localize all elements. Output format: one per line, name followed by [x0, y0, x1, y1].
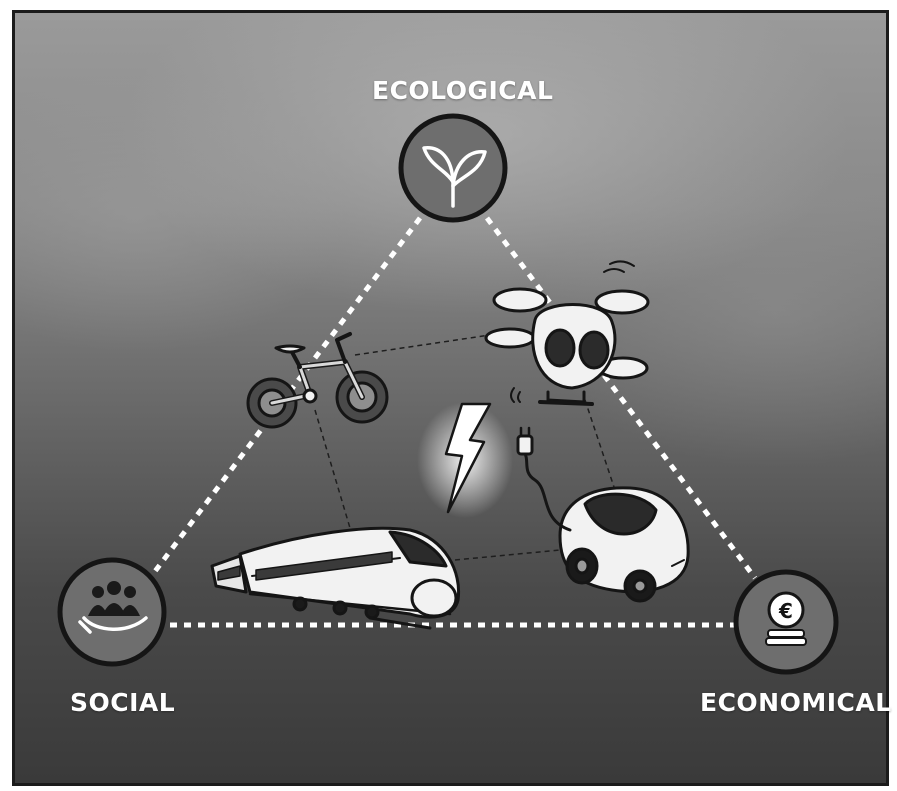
vehicle-links: [314, 334, 616, 561]
link-train-car: [454, 549, 561, 561]
economical-label: ECONOMICAL: [700, 688, 892, 717]
electric-car-icon: [516, 426, 690, 603]
people-in-hand-icon: [78, 581, 148, 634]
link-drone-car: [584, 399, 616, 491]
social-node: [57, 557, 167, 667]
social-label: SOCIAL: [70, 688, 176, 717]
lightning-bolt-icon: [417, 402, 513, 518]
edge-ecological-economical: [484, 216, 758, 580]
link-bike-train: [314, 409, 351, 529]
link-bike-drone: [354, 334, 491, 356]
euro-coin-stack-icon: €: [765, 591, 807, 646]
drone-icon: [484, 260, 650, 406]
svg-text:€: €: [778, 599, 793, 623]
train-icon: [210, 526, 461, 630]
ecological-label: ECOLOGICAL: [372, 76, 554, 105]
economical-node: €: [733, 569, 839, 675]
ecological-node: [398, 113, 508, 223]
bicycle-icon: [246, 332, 389, 429]
sprout-icon: [422, 146, 487, 208]
